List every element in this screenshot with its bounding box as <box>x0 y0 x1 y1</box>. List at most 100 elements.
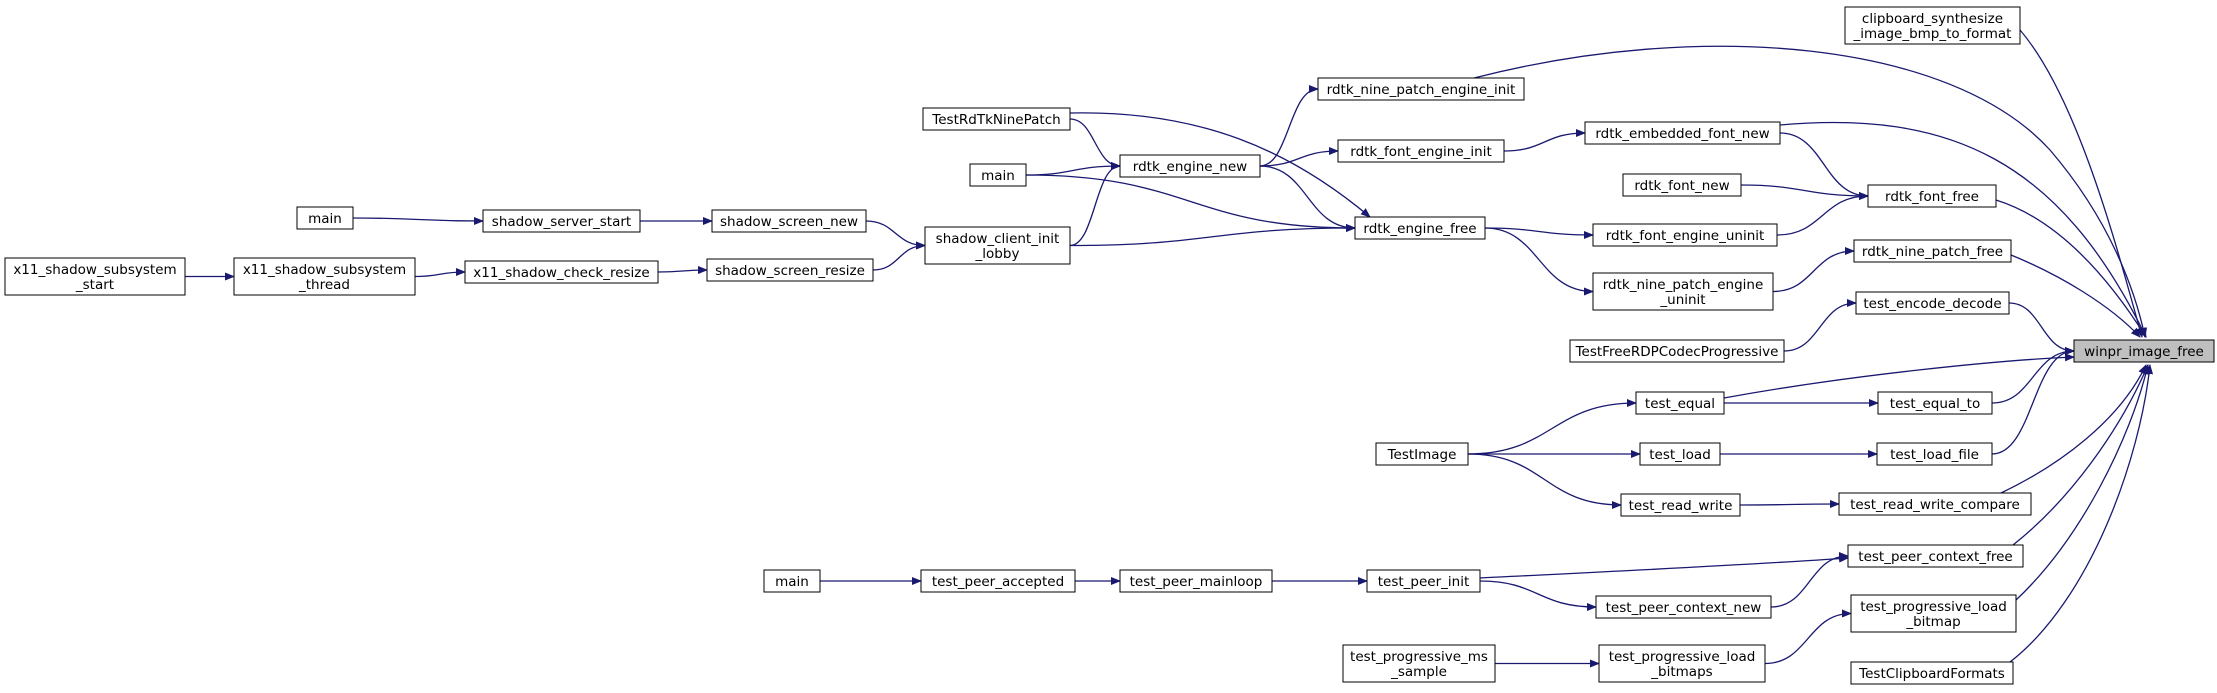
node-shadow_screen_new[interactable]: shadow_screen_new <box>711 209 867 233</box>
node-test_progressive_load_bitmaps[interactable]: test_progressive_load_bitmaps <box>1598 644 1766 683</box>
node-box <box>1569 339 1785 363</box>
node-test_peer_mainloop[interactable]: test_peer_mainloop <box>1119 569 1273 593</box>
node-box <box>1342 644 1496 683</box>
node-test_load_file[interactable]: test_load_file <box>1876 442 1993 466</box>
node-box <box>1598 644 1766 683</box>
node-test_peer_accepted[interactable]: test_peer_accepted <box>920 569 1076 593</box>
node-rdtk_font_engine_init[interactable]: rdtk_font_engine_init <box>1337 139 1505 163</box>
edge-rdtk_engine_new-to-rdtk_nine_patch_engine_init <box>1259 85 1319 167</box>
node-main_peer[interactable]: main <box>763 569 821 593</box>
node-box <box>1592 223 1778 247</box>
node-rdtk_engine_free[interactable]: rdtk_engine_free <box>1354 216 1486 240</box>
edge-rdtk_embedded_font_new-to-rdtk_font_free <box>1779 132 1869 200</box>
edge-rdtk_engine_new-to-rdtk_font_engine_init <box>1259 147 1339 167</box>
node-test_peer_context_free[interactable]: test_peer_context_free <box>1847 544 2024 568</box>
node-label: rdtk_engine_free <box>1363 221 1476 237</box>
node-x11_shadow_check_resize[interactable]: x11_shadow_check_resize <box>464 260 659 284</box>
node-test_load[interactable]: test_load <box>1639 442 1721 466</box>
node-label: winpr_image_free <box>2084 344 2204 360</box>
node-label: test_peer_context_new <box>1606 600 1762 616</box>
node-TestFreeRDPCodecProgressive[interactable]: TestFreeRDPCodecProgressive <box>1569 339 1785 363</box>
node-box <box>1622 173 1742 197</box>
node-x11_shadow_subsystem_thread[interactable]: x11_shadow_subsystem_thread <box>233 257 416 296</box>
node-rdtk_nine_patch_free[interactable]: rdtk_nine_patch_free <box>1853 239 2012 263</box>
node-test_read_write[interactable]: test_read_write <box>1620 493 1741 517</box>
edge-shadow_client_init_lobby-to-rdtk_engine_new <box>1069 162 1121 247</box>
edge-x11_shadow_check_resize-to-shadow_screen_resize <box>657 266 708 275</box>
node-label: rdtk_nine_patch_engine_init <box>1327 82 1516 98</box>
node-label: test_peer_init <box>1378 574 1470 590</box>
edge-rdtk_font_free-to-winpr_image_free <box>1995 199 2147 338</box>
edge-rdtk_embedded_font_new-to-winpr_image_free <box>1779 121 2147 338</box>
node-label: rdtk_font_engine_uninit <box>1606 228 1765 244</box>
node-label: _image_bmp_to_format <box>1853 26 2012 42</box>
edge-TestFreeRDPCodecProgressive-to-test_encode_decode <box>1783 299 1857 352</box>
node-label: test_read_write <box>1629 498 1733 514</box>
node-box <box>706 258 874 282</box>
edge-test_progressive_load_bitmap-to-winpr_image_free <box>2015 364 2150 601</box>
edge-rdtk_nine_patch_free-to-winpr_image_free <box>2010 254 2141 338</box>
node-TestRdTkNinePatch[interactable]: TestRdTkNinePatch <box>922 107 1071 131</box>
node-label: test_read_write_compare <box>1850 497 2020 513</box>
node-box <box>464 260 659 284</box>
node-shadow_client_init_lobby[interactable]: shadow_client_init_lobby <box>924 226 1071 265</box>
node-label: shadow_screen_resize <box>715 263 865 279</box>
node-test_progressive_load_bitmap[interactable]: test_progressive_load_bitmap <box>1850 594 2017 633</box>
edge-main_rdtk-to-rdtk_engine_new <box>1025 162 1121 176</box>
node-test_read_write_compare[interactable]: test_read_write_compare <box>1838 492 2032 516</box>
node-box <box>969 163 1027 187</box>
edge-test_peer_context_free-to-winpr_image_free <box>2012 364 2149 546</box>
node-x11_shadow_subsystem_start[interactable]: x11_shadow_subsystem_start <box>4 257 186 296</box>
node-rdtk_engine_new[interactable]: rdtk_engine_new <box>1119 154 1261 178</box>
node-test_equal_to[interactable]: test_equal_to <box>1877 391 1993 415</box>
node-TestClipboardFormats[interactable]: TestClipboardFormats <box>1850 661 2014 685</box>
node-rdtk_font_free[interactable]: rdtk_font_free <box>1867 184 1997 208</box>
edge-test_load_file-to-winpr_image_free <box>1991 347 2075 455</box>
node-rdtk_font_new[interactable]: rdtk_font_new <box>1622 173 1742 197</box>
node-label: shadow_client_init <box>936 231 1060 247</box>
node-box <box>711 209 867 233</box>
node-test_peer_context_new[interactable]: test_peer_context_new <box>1595 595 1772 619</box>
node-TestImage[interactable]: TestImage <box>1375 442 1469 466</box>
node-label: main <box>775 574 809 590</box>
node-shadow_screen_resize[interactable]: shadow_screen_resize <box>706 258 874 282</box>
edge-test_equal-to-winpr_image_free <box>1723 353 2075 399</box>
node-box <box>1354 216 1486 240</box>
node-clipboard_synthesize_image_bmp_to_format[interactable]: clipboard_synthesize_image_bmp_to_format <box>1844 6 2021 45</box>
node-box <box>482 209 641 233</box>
node-main_rdtk[interactable]: main <box>969 163 1027 187</box>
node-box <box>920 569 1076 593</box>
node-shadow_server_start[interactable]: shadow_server_start <box>482 209 641 233</box>
node-test_progressive_ms_sample[interactable]: test_progressive_ms_sample <box>1342 644 1496 683</box>
node-label: _thread <box>298 277 350 293</box>
node-label: TestFreeRDPCodecProgressive <box>1575 344 1779 360</box>
node-test_encode_decode[interactable]: test_encode_decode <box>1855 291 2010 315</box>
node-main_shadow[interactable]: main <box>296 206 354 230</box>
node-test_equal[interactable]: test_equal <box>1635 391 1725 415</box>
node-label: _uninit <box>1659 292 1705 308</box>
node-box <box>1850 661 2014 685</box>
node-label: clipboard_synthesize <box>1862 11 2003 27</box>
node-rdtk_nine_patch_engine_init[interactable]: rdtk_nine_patch_engine_init <box>1317 77 1525 101</box>
node-label: test_load_file <box>1890 447 1979 463</box>
node-winpr_image_free[interactable]: winpr_image_free <box>2073 339 2215 363</box>
node-rdtk_embedded_font_new[interactable]: rdtk_embedded_font_new <box>1584 121 1781 145</box>
edge-TestRdTkNinePatch-to-rdtk_engine_new <box>1069 118 1121 170</box>
node-label: rdtk_embedded_font_new <box>1595 126 1769 142</box>
node-rdtk_font_engine_uninit[interactable]: rdtk_font_engine_uninit <box>1592 223 1778 247</box>
edge-test_encode_decode-to-winpr_image_free <box>2008 302 2075 355</box>
node-label: _lobby <box>975 246 1020 262</box>
node-label: test_progressive_ms <box>1350 649 1488 665</box>
edge-TestClipboardFormats-to-winpr_image_free <box>2009 364 2154 663</box>
node-box <box>1337 139 1505 163</box>
node-label: test_peer_accepted <box>932 574 1064 590</box>
edge-test_equal_to-to-winpr_image_free <box>1991 347 2075 404</box>
node-box <box>1877 391 1993 415</box>
node-box <box>1847 544 2024 568</box>
node-label: main <box>308 211 342 227</box>
node-box <box>1375 442 1469 466</box>
node-test_peer_init[interactable]: test_peer_init <box>1366 569 1481 593</box>
node-box <box>1635 391 1725 415</box>
node-rdtk_nine_patch_engine_uninit[interactable]: rdtk_nine_patch_engine_uninit <box>1592 272 1774 311</box>
node-label: _bitmaps <box>1650 664 1712 680</box>
